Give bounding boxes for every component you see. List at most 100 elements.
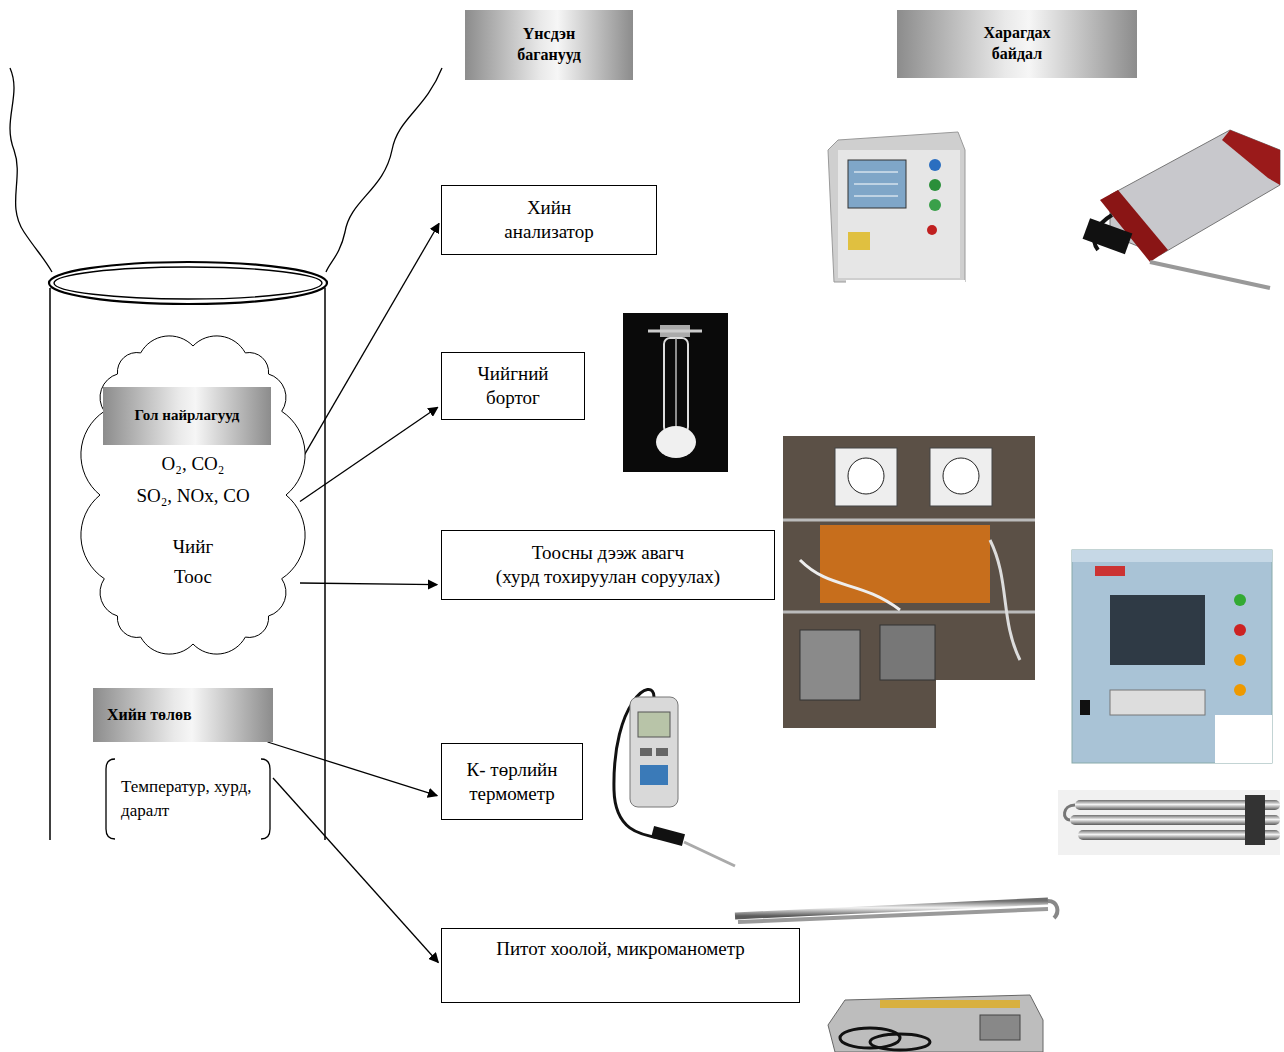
portable-analyzer-photo-part [1150, 262, 1270, 288]
chimney-part [10, 68, 52, 272]
dust-sampler-photo-part [880, 625, 935, 680]
node-label: Хийн анализатор [490, 196, 608, 244]
auto-dust-sampler-photo-part [1095, 566, 1125, 576]
pitot-tube-photo-part [1048, 901, 1057, 918]
chimney-part [54, 267, 322, 299]
thermometer-photo-part [640, 765, 668, 785]
section-header: Гол найрлагууд [103, 387, 271, 445]
thermometer-photo-part [651, 826, 685, 846]
column-header: Үнсдэн баганууд [465, 10, 633, 80]
dust-sampler-photo-part [930, 448, 992, 506]
thermometer-photo-part [684, 842, 735, 866]
chimney-part [324, 288, 326, 840]
component-text: O₂, CO₂ [86, 452, 300, 476]
portable-analyzer-photo-part [1083, 218, 1133, 254]
micromanometer-photo [828, 995, 1043, 1052]
gas-analyzer-photo-part [927, 225, 937, 235]
node-label: Чийгний бортог [460, 362, 566, 410]
node-label: Үнсдэн баганууд [495, 24, 603, 66]
auto-dust-sampler-photo-part [1234, 654, 1246, 666]
chimney-part [49, 262, 327, 304]
micromanometer-photo-part [880, 1000, 1020, 1008]
gas-analyzer-photo-part [929, 159, 941, 171]
auto-dust-sampler-photo [1072, 550, 1272, 763]
chimney-part [326, 68, 442, 272]
auto-dust-sampler-photo-part [1110, 690, 1205, 715]
component-text: SO₂, NOx, CO [86, 484, 300, 508]
instrument-box: К- төрлийн термометр [441, 743, 583, 820]
node-label: Тоосны дээж авагч [532, 541, 684, 565]
bracket-outline [103, 757, 273, 841]
pitot-tube-photo-part [1245, 795, 1265, 845]
arrow-connector [273, 778, 438, 963]
dust-sampler-photo-part [943, 458, 979, 494]
gas-analyzer-photo-part [848, 232, 870, 250]
gas-analyzer-photo-part [854, 184, 898, 185]
portable-analyzer-photo-part [1222, 130, 1280, 185]
gas-analyzer-photo-part [838, 150, 960, 278]
arrow-connector [300, 224, 439, 463]
thermometer-photo-part [638, 712, 670, 737]
gas-analyzer-photo-part [929, 199, 941, 211]
dust-sampler-photo-part [936, 680, 1036, 728]
arrow-connector [300, 407, 438, 501]
auto-dust-sampler-photo-part [1072, 550, 1272, 763]
bracket-line [261, 759, 270, 839]
pitot-tube-photo-part [1058, 790, 1280, 855]
pitot-tube-photo-part [1065, 805, 1075, 820]
impinger-photo [623, 313, 728, 472]
node-label: К- төрлийн термометр [456, 758, 568, 806]
node-label: (хурд тохируулан соруулах) [496, 565, 720, 589]
node-label: Хийн төлөв [107, 705, 192, 726]
auto-dust-sampler-photo-part [1234, 624, 1246, 636]
impinger-photo-part [648, 330, 702, 333]
impinger-photo-part [623, 313, 728, 472]
gas-analyzer-photo-part [846, 280, 965, 290]
micromanometer-photo-part [980, 1015, 1020, 1040]
impinger-photo-part [675, 338, 677, 430]
gas-analyzer-photo [828, 132, 965, 290]
node-label: Температур, хурд, даралт [121, 775, 255, 823]
micromanometer-photo-part [828, 995, 1043, 1052]
thermometer-photo-part [656, 748, 668, 756]
dust-sampler-photo-part [820, 525, 990, 603]
cloud-outline-path [81, 336, 305, 654]
component-text: Тоос [86, 565, 300, 589]
bracket-group: Температур, хурд, даралт [103, 757, 273, 841]
dust-sampler-photo-part [848, 458, 884, 494]
micromanometer-photo-part [870, 1034, 930, 1050]
arrow-connector [268, 742, 438, 796]
dust-sampler-photo-part [835, 448, 897, 506]
chimney-part [49, 288, 51, 840]
instrument-box: Чийгний бортог [441, 352, 585, 420]
dust-sampler-photo-part [783, 436, 1035, 728]
impinger-photo-part [664, 338, 688, 433]
gas-analyzer-photo-part [828, 132, 965, 282]
instrument-box: Хийн анализатор [441, 185, 657, 255]
cloud-shape: O₂, CO₂ SO₂, NOx, CO ЧийгТоос Гол найрлагуу… [86, 332, 300, 658]
node-label: Питот хоолой, микроманометр [496, 937, 745, 961]
section-header: Хийн төлөв [93, 688, 273, 742]
bracket-line [106, 759, 115, 839]
dust-sampler-photo-part [800, 560, 900, 610]
chimney [10, 68, 442, 840]
auto-dust-sampler-photo-part [1080, 700, 1090, 715]
instrument-box: Питот хоолой, микроманометр [441, 928, 800, 1003]
thermometer-photo-part [640, 748, 652, 756]
instrument-box: Тоосны дээж авагч(хурд тохируулан соруул… [441, 530, 775, 600]
thermometer-photo [614, 689, 735, 866]
component-text: Чийг [86, 535, 300, 559]
auto-dust-sampler-photo-part [1215, 715, 1272, 763]
dust-sampler-photo-part [800, 630, 860, 700]
auto-dust-sampler-photo-part [1234, 594, 1246, 606]
thermometer-photo-part [630, 697, 678, 807]
column-header: Харагдах байдал [897, 10, 1137, 78]
impinger-photo-part [656, 426, 696, 458]
auto-dust-sampler-photo-part [1234, 684, 1246, 696]
gas-analyzer-photo-part [929, 179, 941, 191]
node-label: Гол найрлагууд [135, 406, 240, 426]
pitot-tube-photo-part [738, 909, 1048, 922]
portable-analyzer-photo [1083, 130, 1280, 288]
arrow-connector [300, 583, 437, 585]
